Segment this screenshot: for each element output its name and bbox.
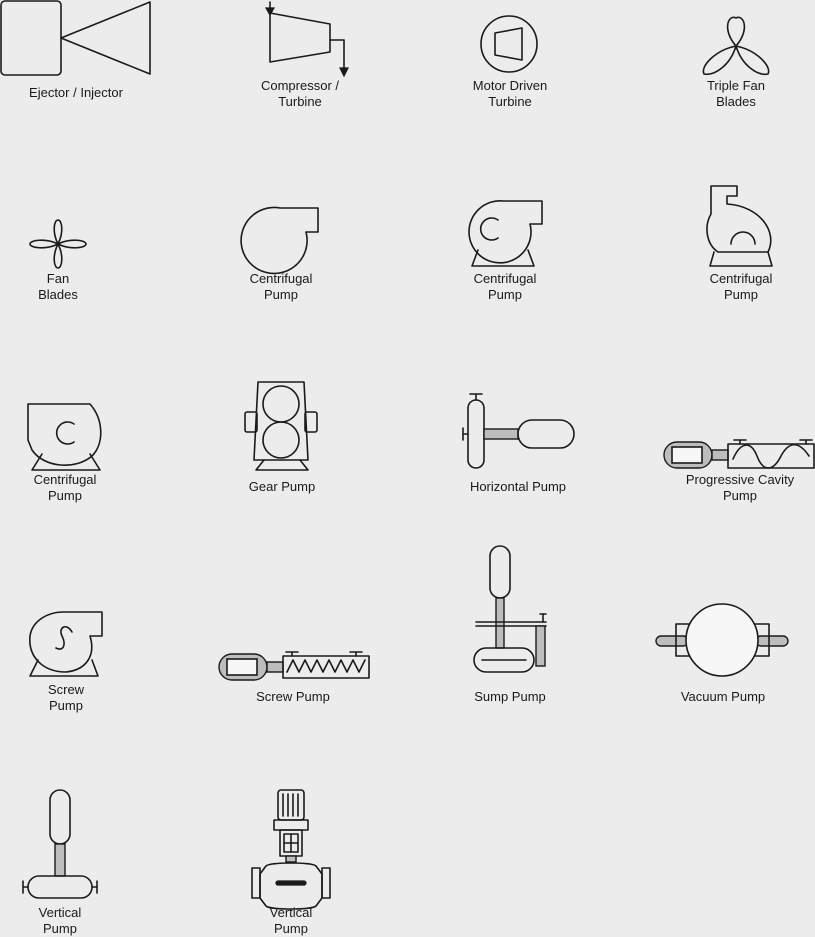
- centrifugal-pump-1-label: Centrifugal Pump: [249, 271, 313, 302]
- ejector-injector-label: Ejector / Injector: [29, 85, 123, 100]
- centrifugal-pump-2-label: Centrifugal Pump: [473, 271, 537, 302]
- fan-blades-label: Fan Blades: [38, 271, 78, 302]
- motor-driven-turbine-label: Motor Driven Turbine: [472, 78, 548, 109]
- vacuum-pump-label: Vacuum Pump: [680, 689, 766, 704]
- horizontal-pump-label: Horizontal Pump: [469, 479, 567, 494]
- centrifugal-pump-4-label: Centrifugal Pump: [33, 472, 97, 503]
- screw-pump-1-label: Screw Pump: [47, 682, 85, 713]
- sump-pump-label: Sump Pump: [474, 689, 546, 704]
- screw-pump-2-label: Screw Pump: [256, 689, 330, 704]
- gear-pump-label: Gear Pump: [248, 479, 316, 494]
- vertical-pump-2-label: Vertical Pump: [269, 905, 313, 936]
- progressive-cavity-pump-label: Progressive Cavity Pump: [685, 472, 795, 503]
- vertical-pump-1-label: Vertical Pump: [38, 905, 82, 936]
- centrifugal-pump-3-label: Centrifugal Pump: [709, 271, 773, 302]
- triple-fan-blades-label: Triple Fan Blades: [706, 78, 766, 109]
- compressor-turbine-label: Compressor / Turbine: [260, 78, 340, 109]
